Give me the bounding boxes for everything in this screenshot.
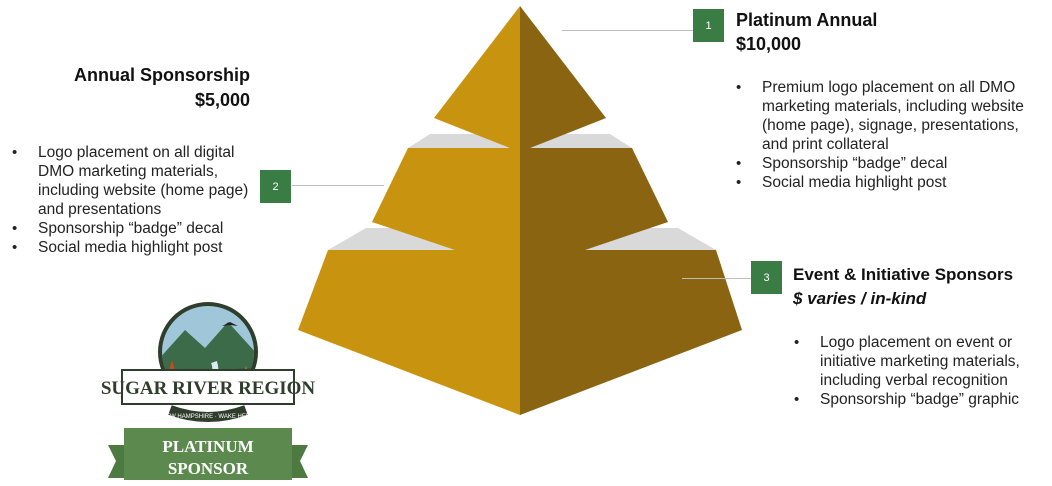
tier-3-benefit: Sponsorship “badge” graphic (790, 390, 1050, 409)
tier-2-benefit: Sponsorship “badge” decal (8, 219, 258, 238)
tier-1-benefit: Premium logo placement on all DMO market… (732, 78, 1032, 154)
tier-2-benefits: Logo placement on all digital DMO market… (8, 143, 258, 257)
tier-1-price: $10,000 (736, 34, 802, 54)
tier-3-benefits: Logo placement on event or initiative ma… (790, 333, 1050, 409)
tier-3-benefit: Logo placement on event or initiative ma… (790, 333, 1050, 390)
tier-1-benefits: Premium logo placement on all DMO market… (732, 78, 1032, 192)
tier-2-title: Annual Sponsorship (73, 65, 250, 85)
pyramid-tier-1-right (520, 6, 606, 152)
pyramid-tier-2-left (372, 148, 520, 272)
connector-line-tier-2 (292, 185, 384, 186)
connector-line-tier-1 (562, 30, 694, 31)
tier-3-badge: 3 (751, 261, 782, 294)
tier-2-price: $5,000 (194, 90, 250, 110)
tier-2-badge: 2 (260, 170, 291, 203)
tier-2-benefit: Logo placement on all digital DMO market… (8, 143, 258, 219)
pyramid-tier-2-right (520, 148, 668, 272)
tier-3-title: Event & Initiative Sponsors (793, 265, 1014, 284)
connector-line-tier-3 (682, 278, 752, 279)
pyramid-tier-3-left (298, 250, 520, 415)
tier-1-benefit: Sponsorship “badge” decal (732, 154, 1032, 173)
tier-3-price: $ varies / in-kind (793, 289, 927, 308)
tier-1-title: Platinum Annual (736, 10, 878, 30)
pyramid-tier-3-right (520, 250, 742, 415)
tier-1-badge: 1 (693, 9, 724, 42)
tier-2-benefit: Social media highlight post (8, 238, 258, 257)
tier-1-benefit: Social media highlight post (732, 173, 1032, 192)
pyramid-tier-1-left (434, 6, 520, 152)
